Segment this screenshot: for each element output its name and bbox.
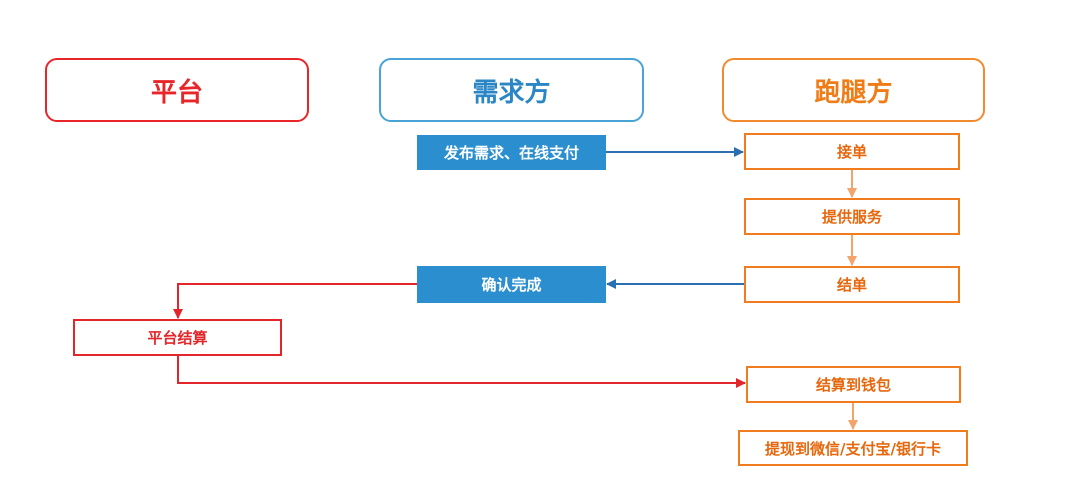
step-accept-order: 接单 <box>744 133 960 170</box>
step-confirm-complete: 确认完成 <box>417 266 606 303</box>
lane-header-demand: 需求方 <box>379 58 644 122</box>
step-withdraw: 提现到微信/支付宝/银行卡 <box>738 430 968 466</box>
lane-header-runner: 跑腿方 <box>722 58 985 122</box>
step-provide-service: 提供服务 <box>744 198 960 235</box>
arrow-settle-to-wallet <box>177 356 746 388</box>
lane-header-platform: 平台 <box>45 58 309 122</box>
step-settle-to-wallet: 结算到钱包 <box>746 366 961 403</box>
step-publish-and-pay: 发布需求、在线支付 <box>417 135 606 170</box>
step-close-order: 结单 <box>744 266 960 303</box>
step-platform-settlement: 平台结算 <box>73 319 282 356</box>
arrow-confirm-to-settle <box>173 283 417 319</box>
